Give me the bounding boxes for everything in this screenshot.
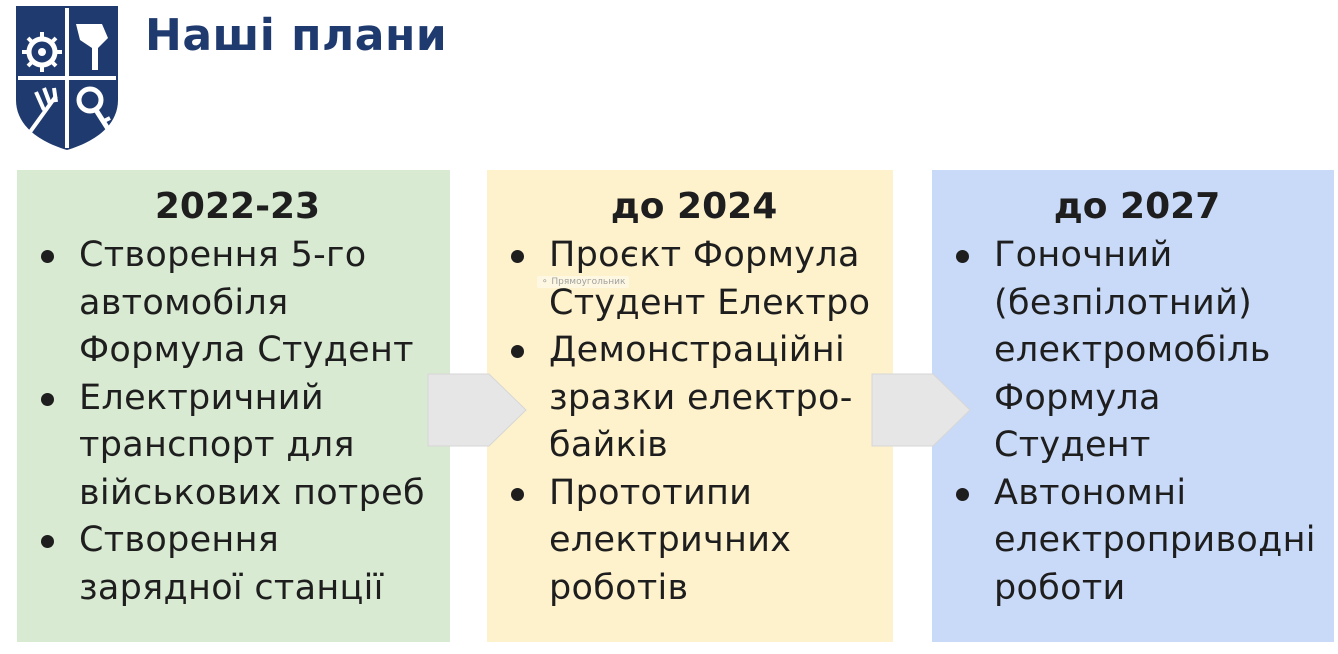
- list-item: Демонстраційні зразки електро-байків: [505, 327, 883, 470]
- bullet-list: Створення 5-го автомобіля Формула Студен…: [35, 232, 440, 612]
- plan-column-2024: до 2024 Проєкт Формула Студент Електро Д…: [487, 170, 893, 642]
- bullet-list: Гоночний (безпілотний) електромобіль Фор…: [950, 232, 1324, 612]
- list-item: Гоночний (безпілотний) електромобіль Фор…: [950, 232, 1324, 470]
- shape-tooltip: ⚬ Прямоугольник: [537, 276, 630, 288]
- list-item: Електричний транспорт для військових пот…: [35, 375, 440, 518]
- column-heading: 2022-23: [154, 186, 321, 227]
- column-heading: до 2024: [610, 186, 778, 227]
- list-item: Автономні електроприводні роботи: [950, 470, 1324, 613]
- list-item: Створення зарядної станції: [35, 517, 440, 612]
- shape-tooltip-label: Прямоугольник: [551, 277, 626, 287]
- plan-column-2022-23: 2022-23 Створення 5-го автомобіля Формул…: [17, 170, 450, 642]
- chevron-right-arrow-icon: [427, 373, 527, 447]
- bullet-list: Проєкт Формула Студент Електро Демонстра…: [505, 232, 883, 612]
- chevron-right-arrow-icon: [871, 373, 971, 447]
- university-crest-icon: [16, 6, 118, 150]
- list-item: Проєкт Формула Студент Електро: [505, 232, 883, 327]
- column-heading: до 2027: [1053, 186, 1221, 227]
- list-item: Створення 5-го автомобіля Формула Студен…: [35, 232, 440, 375]
- plan-column-2027: до 2027 Гоночний (безпілотний) електромо…: [932, 170, 1334, 642]
- page-title: Наші плани: [145, 10, 448, 61]
- list-item: Прототипи електричних роботів: [505, 470, 883, 613]
